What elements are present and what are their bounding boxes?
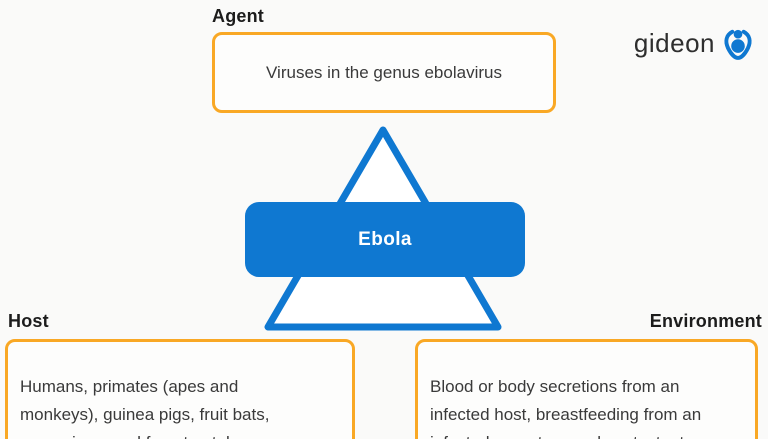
gideon-logo: gideon [634,27,754,61]
environment-box: Blood or body secretions from an infecte… [415,339,758,439]
agent-box: Viruses in the genus ebolavirus [212,32,556,113]
agent-label: Agent [212,6,264,26]
gideon-logo-text: gideon [633,28,715,58]
center-node-label: Ebola [358,228,412,250]
center-node: Ebola [245,202,525,277]
host-text: Humans, primates (apes and monkeys), gui… [20,377,270,439]
gideon-person-icon [724,29,752,60]
host-box: Humans, primates (apes and monkeys), gui… [5,339,355,439]
environment-label: Environment [649,311,762,331]
environment-text: Blood or body secretions from an infecte… [430,377,702,439]
host-label: Host [8,311,49,331]
agent-text: Viruses in the genus ebolavirus [266,62,502,82]
